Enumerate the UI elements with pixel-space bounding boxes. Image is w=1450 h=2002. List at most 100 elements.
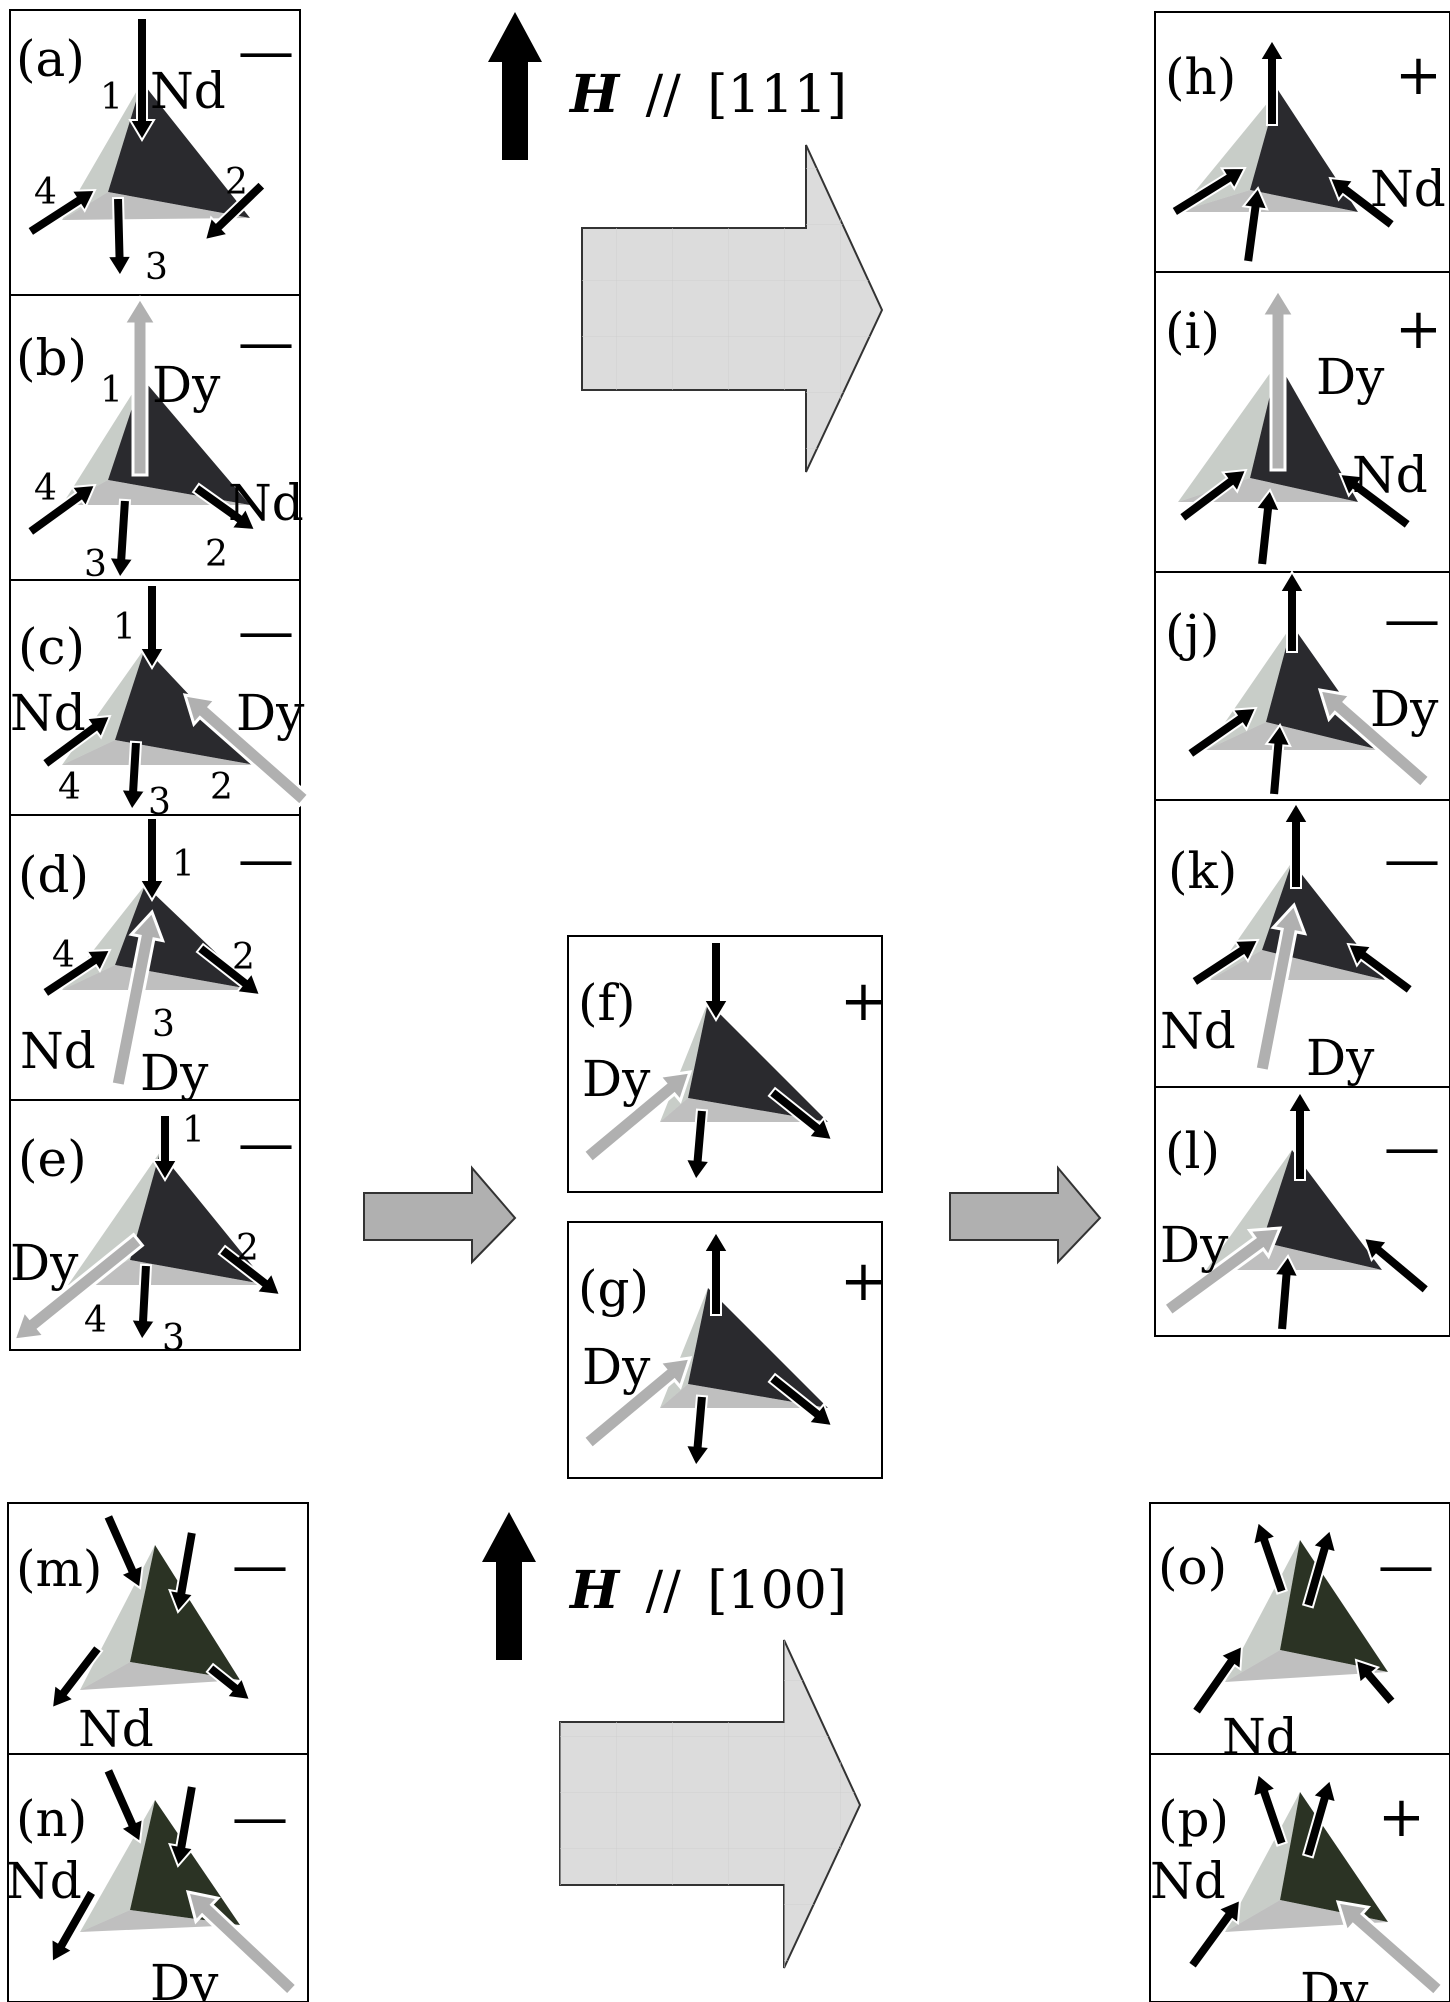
species-label: Dy	[150, 1954, 219, 2002]
nd-moment-arrow	[205, 1662, 252, 1702]
tetrahedron-dark-face	[1280, 1792, 1388, 1922]
panel-label: (a)	[16, 30, 85, 88]
site-number: 1	[100, 370, 123, 411]
nd-moment-arrow	[702, 941, 730, 1022]
tetrahedron-base	[1178, 190, 1358, 212]
dy-moment-arrow	[1253, 902, 1308, 1074]
site-number: 2	[205, 534, 228, 575]
nd-moment-arrow	[1272, 1254, 1300, 1332]
nd-moment-arrow	[40, 948, 112, 999]
species-label: Dy	[1306, 1029, 1375, 1087]
nd-moment-arrow	[119, 740, 148, 812]
panel-sign: —	[238, 1111, 294, 1176]
panel-sign: +	[840, 1249, 887, 1314]
site-number: 3	[152, 1004, 175, 1045]
dy-moment-arrow	[185, 1890, 299, 1998]
dy-moment-arrow	[1259, 287, 1297, 472]
species-label: Nd	[1160, 1002, 1236, 1060]
nd-moment-arrow	[1328, 176, 1397, 231]
tetrahedron-light-face	[62, 378, 142, 505]
nd-moment-arrow	[138, 584, 166, 670]
nd-moment-arrow	[1185, 706, 1258, 760]
tetrahedron-base	[62, 740, 255, 765]
tetrahedron-dark-face	[1280, 1540, 1388, 1672]
nd-moment-arrow	[1286, 1090, 1314, 1181]
nd-moment-arrow	[1251, 1520, 1288, 1595]
site-number: 2	[210, 767, 233, 808]
tetrahedron-base	[62, 965, 255, 990]
nd-moment-arrow	[107, 498, 136, 580]
nd-moment-arrow	[684, 1108, 712, 1182]
nd-moment-arrow	[203, 179, 267, 242]
panel-sign: +	[1378, 1785, 1425, 1850]
species-label: Dy	[1316, 348, 1385, 406]
nd-moment-arrow	[1251, 1772, 1288, 1847]
tetrahedron-base	[1206, 722, 1380, 750]
parallel-symbol: //	[646, 1561, 682, 1621]
tetrahedron-base	[1210, 950, 1385, 980]
site-number: 4	[52, 935, 75, 976]
site-number: 4	[34, 172, 57, 213]
panel-g: (g)+Dy	[567, 1221, 887, 1479]
species-label: Dy	[236, 684, 305, 742]
tetrahedron-light-face	[1178, 362, 1278, 502]
dy-moment-arrow	[581, 1356, 693, 1451]
nd-moment-arrow	[1190, 1644, 1244, 1717]
nd-moment-arrow	[767, 1372, 834, 1428]
nd-moment-arrow	[25, 188, 97, 238]
nd-moment-arrow	[1241, 186, 1269, 264]
nd-moment-arrow	[168, 1783, 199, 1868]
nd-moment-arrow	[702, 1230, 730, 1316]
species-label: Dy	[10, 1234, 79, 1292]
nd-moment-arrow	[1177, 468, 1248, 524]
field-arrow-icon	[482, 1512, 536, 1660]
panel-sign: —	[232, 1785, 288, 1850]
panel-label: (j)	[1165, 604, 1220, 662]
species-label: Nd	[228, 474, 304, 532]
nd-moment-arrow	[1282, 801, 1310, 889]
site-number: 1	[172, 844, 195, 885]
dy-moment-arrow	[11, 1232, 145, 1342]
panel-sign: +	[840, 969, 887, 1034]
species-label: Nd	[1370, 160, 1446, 218]
nd-moment-arrow	[1170, 166, 1247, 218]
tetrahedron-dark-face	[688, 1002, 828, 1122]
species-label: Dy	[1160, 1216, 1229, 1274]
site-number: 3	[148, 782, 171, 823]
tetrahedron-light-face	[1206, 1150, 1292, 1270]
site-number: 1	[100, 77, 123, 118]
nd-moment-arrow	[1346, 942, 1415, 996]
panel-label: (c)	[18, 618, 85, 676]
field-label-100: H // [100]	[482, 1512, 847, 1660]
tetrahedron-base	[80, 1662, 240, 1690]
panel-l: (l)—Dy	[1154, 1086, 1450, 1337]
svg-text:H // [100]: H // [100]	[568, 1560, 847, 1621]
nd-moment-arrow	[50, 1643, 104, 1710]
panel-sign: —	[238, 310, 294, 375]
panel-label: (o)	[1158, 1538, 1227, 1596]
nd-moment-arrow	[129, 1263, 157, 1342]
field-direction-100: [100]	[707, 1561, 847, 1621]
panel-o: (o)—Nd	[1149, 1502, 1450, 1766]
panel-sign: —	[1384, 587, 1440, 652]
nd-moment-arrow	[50, 1888, 98, 1964]
panel-f: (f) + Dy	[567, 935, 887, 1193]
site-number: 4	[84, 1300, 107, 1341]
parallel-symbol: //	[646, 65, 682, 125]
nd-moment-arrow	[168, 1529, 199, 1614]
nd-moment-arrow	[1301, 1778, 1338, 1859]
tetrahedron-dark-face	[130, 1800, 240, 1925]
species-label: Dy	[582, 1050, 651, 1108]
panel-label: (f)	[578, 974, 636, 1032]
species-label: Dy	[152, 356, 221, 414]
panel-h: (h)+Nd	[1154, 11, 1450, 273]
tetrahedron-base	[80, 1910, 240, 1932]
nd-moment-arrow	[151, 1114, 179, 1182]
nd-moment-arrow	[1362, 1236, 1431, 1296]
small-transition-arrow	[363, 1165, 517, 1265]
tetrahedron-light-face	[62, 82, 142, 220]
